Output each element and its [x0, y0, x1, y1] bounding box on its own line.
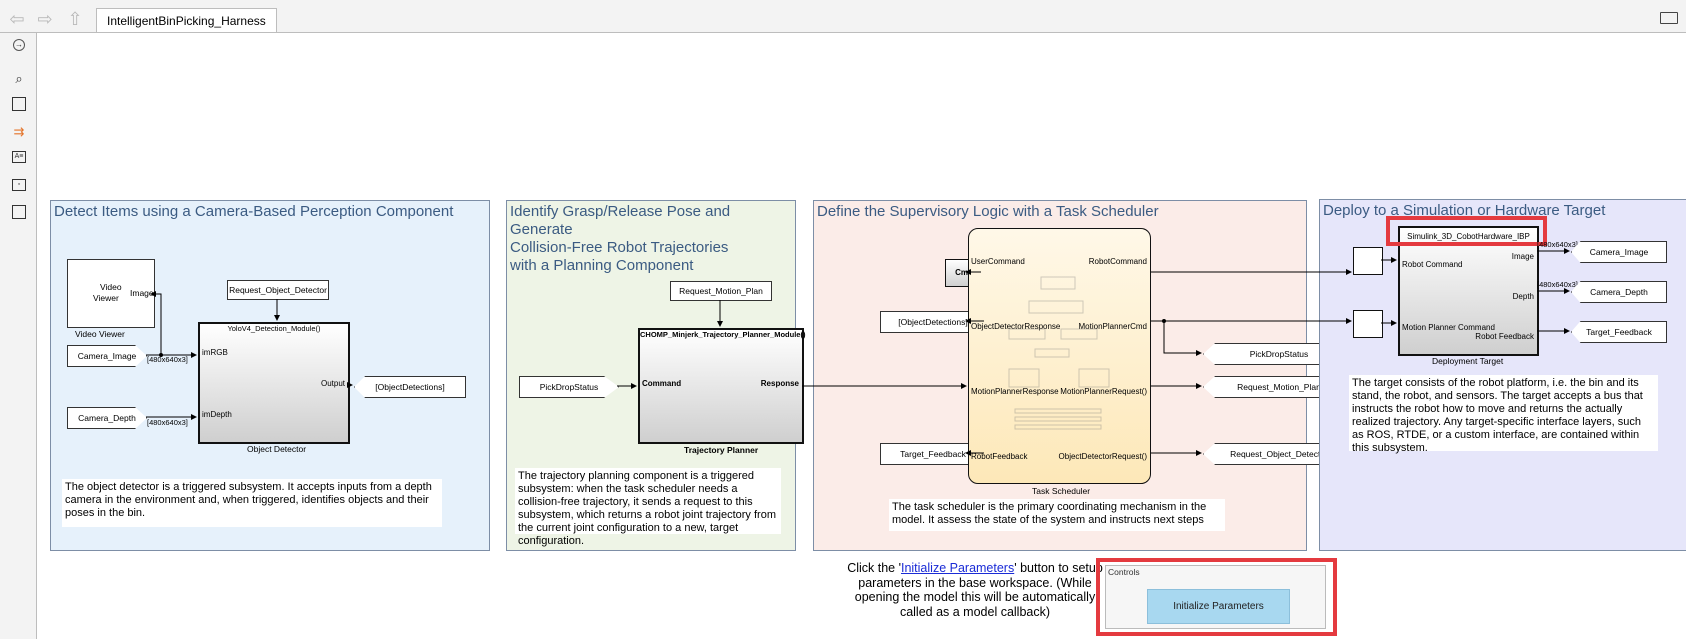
port-label: MotionPlannerRequest(): [1060, 387, 1147, 396]
stateflow-preview: [1008, 276, 1110, 430]
goto-tag[interactable]: Target_Feedback: [1571, 321, 1667, 343]
back-icon[interactable]: ⇦: [9, 9, 25, 29]
fit-view-icon[interactable]: [12, 97, 26, 111]
task-scheduler-block[interactable]: UserCommand ObjectDetectorResponse Motio…: [968, 228, 1151, 484]
port-label: imRGB: [202, 348, 228, 357]
forward-icon[interactable]: ⇨: [37, 9, 53, 29]
block-label: Video Viewer: [75, 329, 125, 339]
highlight-box: [1096, 558, 1337, 636]
controls-panel: Controls Initialize Parameters: [1105, 565, 1326, 629]
image-icon[interactable]: ▫: [12, 179, 26, 191]
zoom-icon[interactable]: ⌕: [15, 71, 23, 86]
port-label: MotionPlannerCmd: [1078, 322, 1147, 331]
video-viewer-text: Video: [100, 282, 122, 292]
model-canvas[interactable]: Detect Items using a Camera-Based Percep…: [37, 33, 1686, 639]
instruction-text: Click the ': [847, 561, 901, 575]
description-note: The trajectory planning component is a t…: [515, 468, 781, 547]
port-label: imDepth: [202, 410, 232, 419]
block-label: Object Detector: [247, 444, 307, 454]
goto-tag[interactable]: [ObjectDetections]: [354, 376, 466, 398]
controls-instruction: Click the 'Initialize Parameters' button…: [840, 561, 1110, 619]
port-label: UserCommand: [971, 257, 1025, 266]
from-tag[interactable]: PickDropStatus: [519, 376, 619, 398]
tool-palette: → ⌕ ⇉ A≡ ▫: [0, 33, 37, 639]
goto-tag[interactable]: Camera_Image: [1571, 241, 1667, 263]
area-title: Detect Items using a Camera-Based Percep…: [54, 203, 454, 220]
port-label: Image: [1511, 252, 1534, 261]
signal-size-label: [480x640x3]: [147, 418, 188, 427]
from-tag[interactable]: [ObjectDetections]: [880, 311, 986, 333]
rate-block[interactable]: [1353, 247, 1383, 275]
port-label: Output: [320, 379, 345, 388]
annotation-icon[interactable]: A≡: [12, 151, 26, 163]
port-label: Depth: [1512, 292, 1534, 301]
trigger-tag[interactable]: Request_Motion_Plan: [670, 281, 772, 301]
port-label: Robot Feedback: [1475, 332, 1534, 341]
trajectory-planner-block[interactable]: CHOMP_Minjerk_Trajectory_Planner_Module(…: [638, 328, 806, 444]
hide-arrow-icon[interactable]: →: [13, 39, 25, 51]
initialize-parameters-button[interactable]: Initialize Parameters: [1147, 589, 1290, 624]
instruction-text: ' button to setup parameters in the base…: [854, 561, 1103, 619]
rate-block[interactable]: [1353, 310, 1383, 338]
block-title: Cmd: [955, 268, 973, 277]
block-label: Deployment Target: [1432, 356, 1504, 366]
initialize-parameters-link[interactable]: Initialize Parameters: [900, 561, 1015, 575]
goto-tag[interactable]: Camera_Depth: [1571, 281, 1667, 303]
signal-line-icon[interactable]: ⇉: [13, 124, 25, 139]
description-note: The task scheduler is the primary coordi…: [889, 499, 1225, 531]
video-viewer-text: Viewer: [93, 293, 119, 303]
trigger-tag[interactable]: Request_Object_Detector: [227, 280, 329, 300]
port-label: ObjectDetectorRequest(): [1058, 452, 1147, 461]
deployment-target-block[interactable]: Simulink_3D_CobotHardware_IBP Robot Comm…: [1398, 226, 1539, 356]
block-title: YoloV4_Detection_Module(): [227, 324, 321, 333]
signal-size-label: [480x640x3]: [1537, 280, 1578, 289]
area-title: Define the Supervisory Logic with a Task…: [817, 203, 1159, 220]
area-title: Identify Grasp/Release Pose and Generate…: [510, 203, 731, 274]
toolbar: ⇦ ⇨ ⇧ IntelligentBinPicking_Harness: [0, 6, 1686, 33]
from-tag[interactable]: Camera_Depth: [67, 407, 147, 429]
object-detector-block[interactable]: YoloV4_Detection_Module() imRGB imDepth …: [198, 322, 350, 444]
video-viewer-block[interactable]: Video Viewer Image: [67, 259, 155, 328]
port-label: ObjectDetectorResponse: [971, 322, 1061, 331]
signal-size-label: [480x640x3]: [1537, 240, 1578, 249]
port-label: RobotFeedback: [971, 452, 1028, 461]
area-title: Deploy to a Simulation or Hardware Targe…: [1323, 202, 1606, 219]
area-icon[interactable]: [12, 205, 26, 219]
signal-size-label: [480x640x3]: [147, 355, 188, 364]
keyboard-icon[interactable]: [1660, 12, 1678, 24]
block-label: Task Scheduler: [1032, 486, 1091, 496]
port-label: Motion Planner Command: [1402, 323, 1495, 332]
port-label: Response: [760, 379, 799, 388]
highlight-box: [1386, 216, 1547, 246]
description-note: The object detector is a triggered subsy…: [62, 479, 442, 527]
port-label: MotionPlannerResponse: [971, 387, 1059, 396]
block-label: Trajectory Planner: [684, 445, 759, 455]
block-title: Simulink_3D_CobotHardware_IBP: [1407, 232, 1530, 241]
up-icon[interactable]: ⇧: [67, 9, 83, 29]
port-label: Robot Command: [1402, 260, 1463, 269]
signal-lines: [146, 248, 1570, 456]
port-label: Command: [642, 379, 682, 388]
port-label: RobotCommand: [1088, 257, 1147, 266]
tab-model[interactable]: IntelligentBinPicking_Harness: [96, 8, 277, 32]
block-title: CHOMP_Minjerk_Trajectory_Planner_Module(…: [640, 330, 806, 339]
port-label: Image: [130, 288, 154, 298]
from-tag[interactable]: Camera_Image: [67, 345, 147, 367]
panel-title: Controls: [1108, 567, 1140, 577]
description-note: The target consists of the robot platfor…: [1349, 375, 1658, 454]
